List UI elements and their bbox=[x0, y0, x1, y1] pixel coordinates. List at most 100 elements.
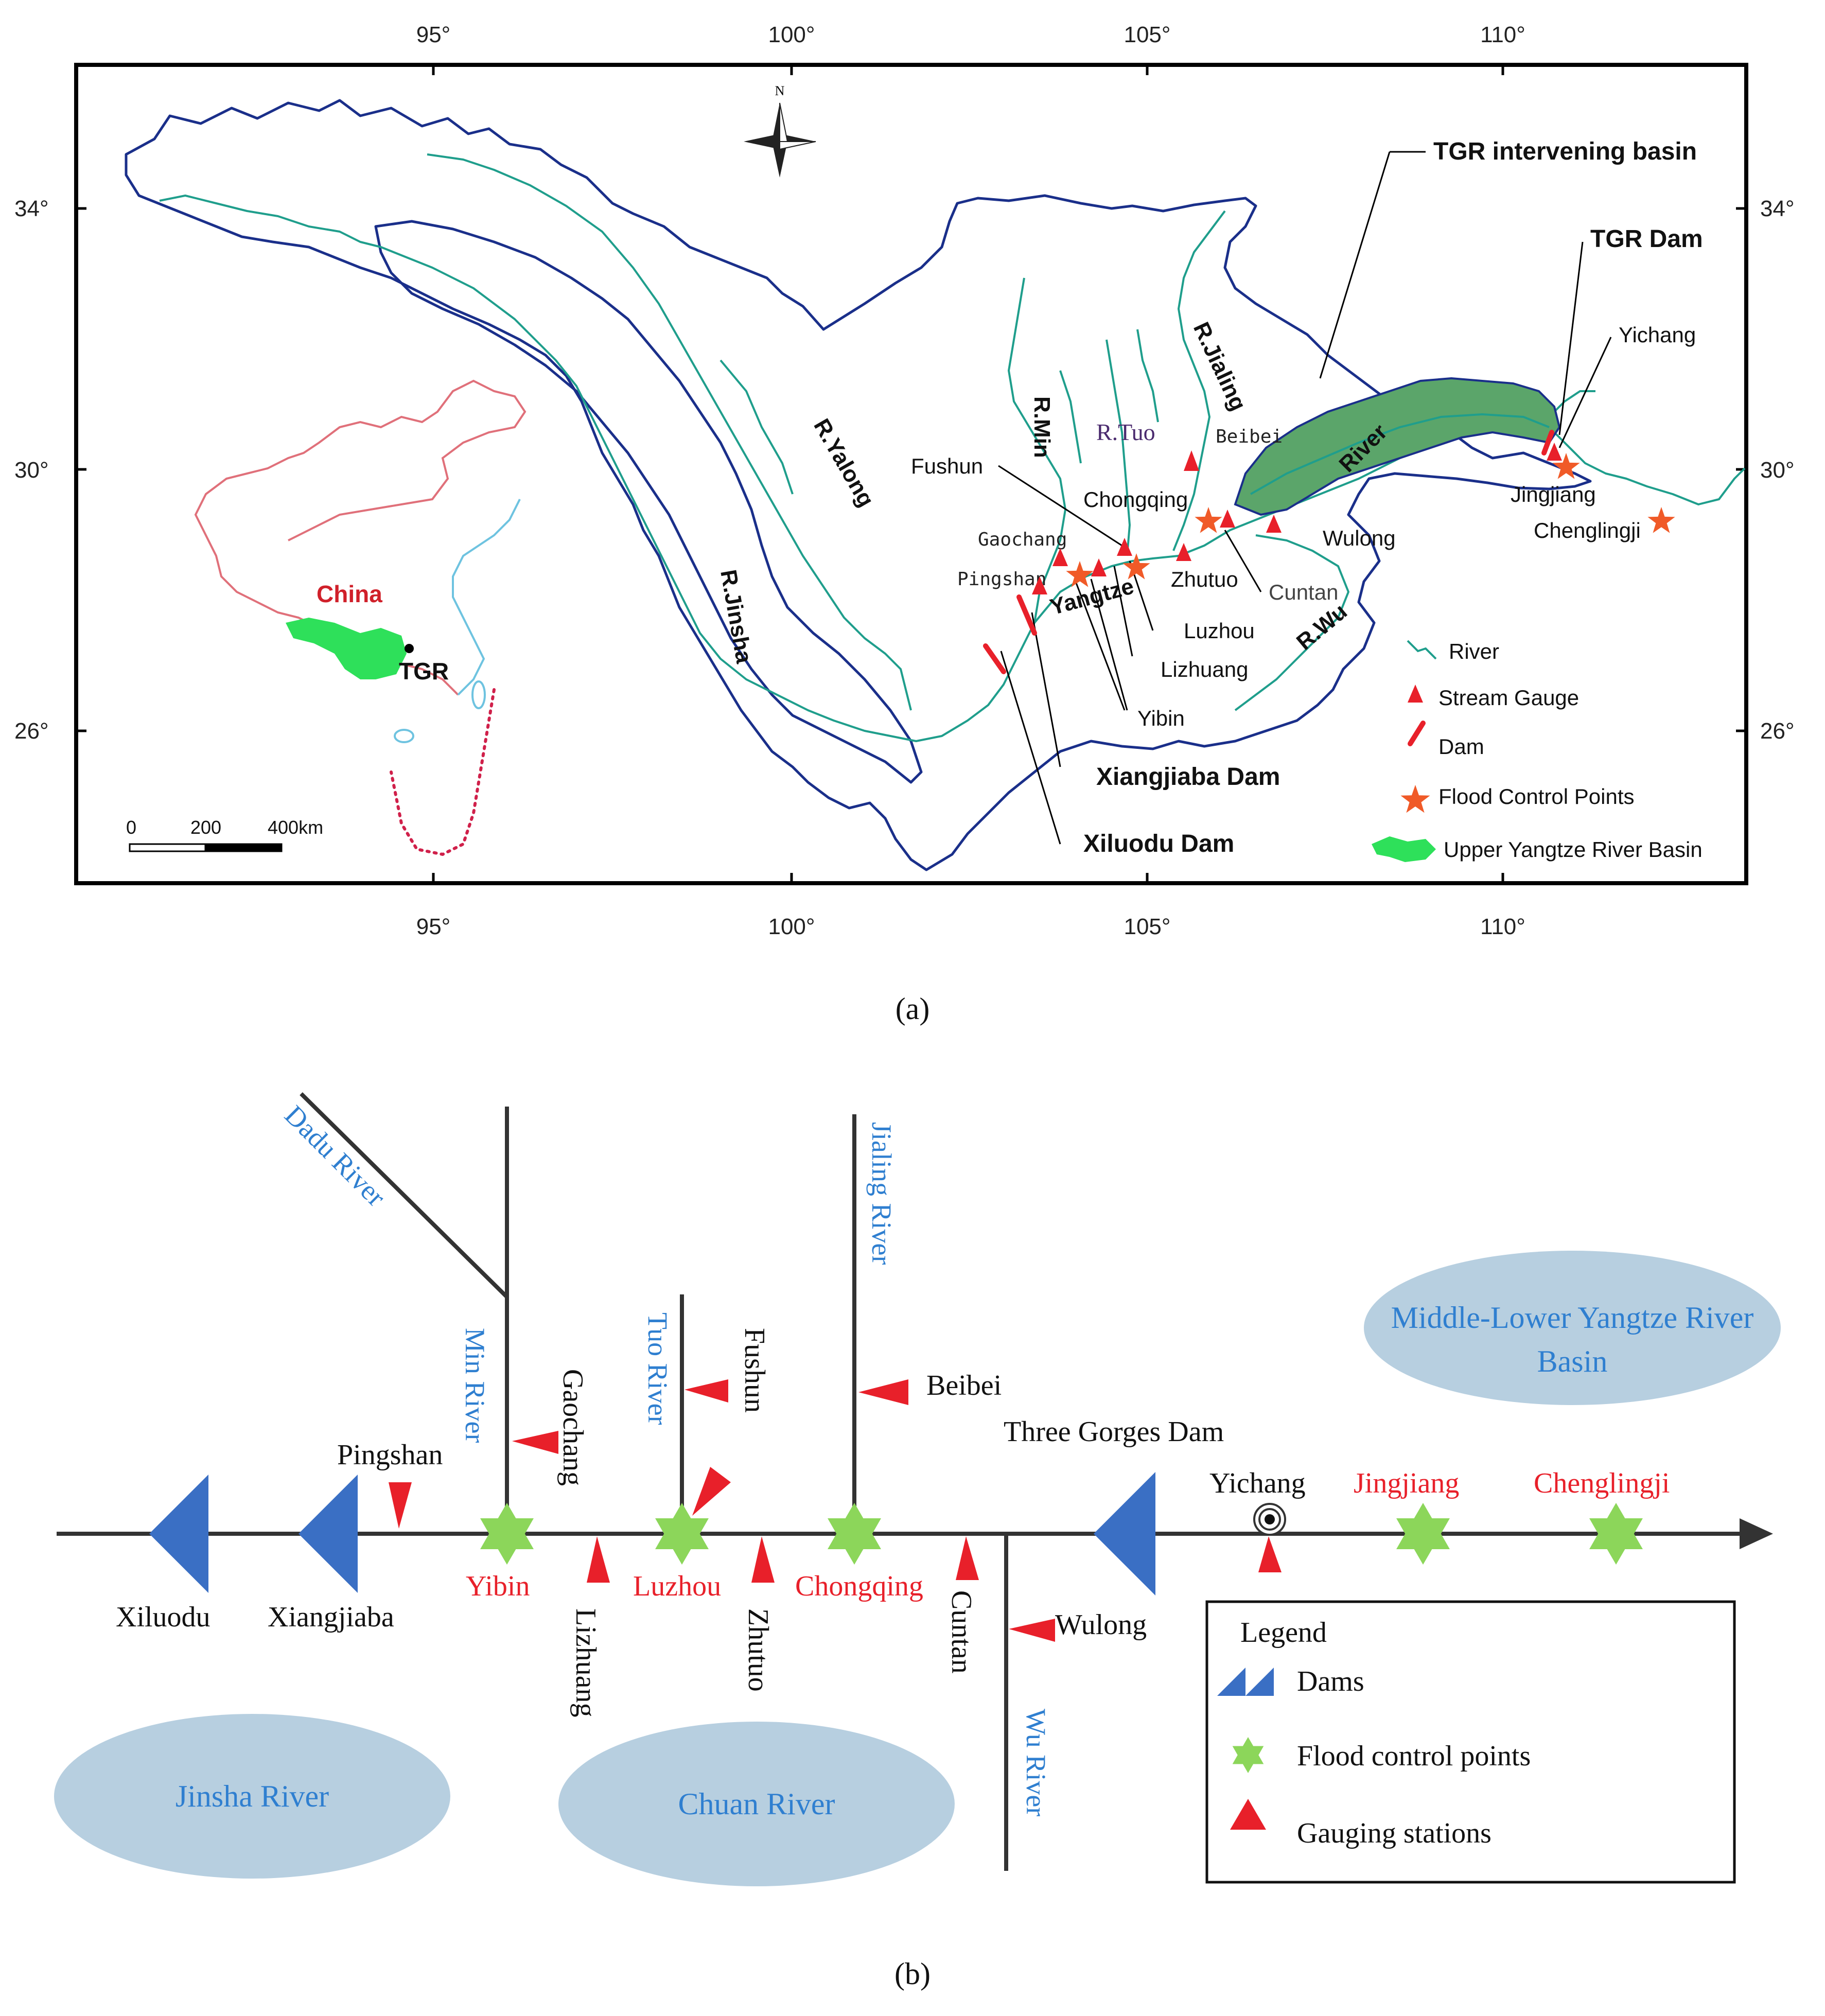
dam-xiluodu bbox=[149, 1475, 208, 1593]
lon-label-top-105: 105° bbox=[1124, 22, 1170, 47]
label-gaochang: Gaochang bbox=[978, 529, 1067, 550]
gauge-zhutuo bbox=[1176, 543, 1191, 561]
lat-label-left-34: 34° bbox=[14, 196, 49, 221]
region-jinsha-label: Jinsha River bbox=[176, 1779, 329, 1813]
lat-label-right-26: 26° bbox=[1760, 718, 1795, 744]
region-chuan bbox=[558, 1722, 955, 1886]
region-middle-lower bbox=[1364, 1251, 1781, 1405]
legend-dam-symbol-b bbox=[1245, 1668, 1274, 1696]
label-gaochang-b: Gaochang bbox=[557, 1369, 589, 1486]
label-luzhou: Luzhou bbox=[1184, 619, 1255, 643]
leader-lines bbox=[998, 151, 1612, 845]
schematic-dams bbox=[149, 1472, 1155, 1596]
legend-dam-symbol bbox=[1408, 721, 1426, 746]
label-chenglingji: Chenglingji bbox=[1534, 518, 1641, 542]
region-ellipses bbox=[54, 1251, 1781, 1886]
map-legend: River Stream Gauge Dam Flood Control Poi… bbox=[1372, 639, 1703, 862]
gauge-luzhou-b bbox=[692, 1467, 731, 1516]
gauge-zhutuo-b bbox=[751, 1536, 775, 1583]
gauge-cuntan bbox=[1220, 510, 1235, 528]
dam-xiluodu-marker bbox=[983, 643, 1006, 674]
label-pingshan: Pingshan bbox=[957, 569, 1046, 590]
gauge-lizhuang-b bbox=[587, 1536, 610, 1583]
lon-label-top-95: 95° bbox=[416, 22, 451, 47]
yangtze-in-tgr-basin bbox=[1250, 413, 1550, 495]
dadu-river-line bbox=[300, 1092, 508, 1299]
lat-label-left-30: 30° bbox=[14, 458, 49, 483]
legend-dam-text: Dam bbox=[1438, 734, 1484, 759]
label-beibei-b: Beibei bbox=[926, 1370, 1002, 1401]
river-yalong bbox=[427, 153, 912, 711]
schematic-legend: Legend Dams Flood control points Gauging… bbox=[1205, 1600, 1736, 1884]
dam-xiangjiaba-marker bbox=[1016, 594, 1037, 636]
label-dadu-river: Dadu River bbox=[279, 1099, 392, 1213]
gauge-wulong bbox=[1266, 515, 1282, 533]
label-chenglingji-b: Chenglingji bbox=[1534, 1467, 1670, 1499]
lon-label-bottom-95: 95° bbox=[416, 914, 451, 939]
legend-gauge-symbol-b bbox=[1230, 1799, 1266, 1830]
gauge-pingshan bbox=[1032, 576, 1047, 594]
label-luzhou-b: Luzhou bbox=[633, 1570, 721, 1602]
river-min-trib bbox=[1059, 370, 1082, 464]
stream-gauges-map bbox=[1032, 443, 1562, 594]
region-middle-lower-line1: Middle-Lower Yangtze River bbox=[1391, 1301, 1754, 1335]
legend-dam-symbol-b-part bbox=[1217, 1668, 1245, 1696]
gauge-beibei-b bbox=[858, 1379, 908, 1405]
label-jingjiang: Jingjiang bbox=[1511, 482, 1596, 506]
label-tgr-intervening-basin: TGR intervening basin bbox=[1433, 138, 1697, 165]
legend-river-symbol bbox=[1407, 640, 1437, 660]
dam-tgr-marker bbox=[1541, 430, 1554, 455]
legend-gauging-text: Gauging stations bbox=[1297, 1817, 1491, 1849]
river-network bbox=[159, 153, 1746, 742]
region-middle-lower-line2: Basin bbox=[1537, 1344, 1608, 1378]
label-yibin-b: Yibin bbox=[466, 1570, 530, 1602]
hainan-island bbox=[394, 729, 414, 743]
label-xiangjiaba-dam: Xiangjiaba Dam bbox=[1096, 763, 1280, 791]
gauge-gaochang-b bbox=[512, 1431, 558, 1454]
label-tuo-river: Tuo River bbox=[642, 1312, 673, 1425]
panel-b-schematic: Middle-Lower Yangtze River Basin Jinsha … bbox=[54, 1092, 1781, 1886]
inset-upper-yangtze-basin bbox=[286, 618, 407, 679]
label-pingshan-b: Pingshan bbox=[337, 1439, 443, 1471]
label-zhutuo-b: Zhutuo bbox=[742, 1608, 774, 1692]
inset-tgr-point bbox=[405, 644, 414, 653]
map-frame bbox=[74, 63, 1748, 885]
gauge-pingshan-b bbox=[389, 1482, 412, 1529]
lon-label-bottom-105: 105° bbox=[1124, 914, 1170, 939]
gauge-wulong-b bbox=[1009, 1619, 1055, 1642]
inset-tgr-label: TGR bbox=[399, 658, 449, 685]
taiwan-island bbox=[471, 680, 486, 709]
legend-basin-symbol bbox=[1372, 836, 1436, 862]
gauge-cuntan-b bbox=[956, 1536, 979, 1580]
caption-a: (a) bbox=[896, 992, 930, 1026]
lon-label-top-100: 100° bbox=[768, 22, 815, 47]
region-jinsha bbox=[54, 1714, 450, 1879]
label-xiluodu: Xiluodu bbox=[116, 1601, 210, 1633]
lon-label-top-110: 110° bbox=[1480, 22, 1525, 47]
label-zhutuo: Zhutuo bbox=[1171, 567, 1238, 591]
yichang-marker bbox=[1253, 1503, 1286, 1536]
dam-three-gorges bbox=[1094, 1472, 1155, 1596]
label-wu-river: Wu River bbox=[1021, 1709, 1051, 1816]
panel-a-map: 95° 100° 105° 110° 95° 100° 105° 110° 34… bbox=[14, 22, 1795, 939]
legend-flood-text-b: Flood control points bbox=[1297, 1740, 1531, 1772]
tgr-intervening-basin bbox=[1234, 377, 1561, 516]
china-coast bbox=[452, 499, 521, 696]
label-beibei: Beibei bbox=[1216, 426, 1283, 447]
gauge-gaochang bbox=[1052, 548, 1068, 566]
scale-bar: 0 200 400km bbox=[126, 817, 323, 852]
gauge-fushun-b bbox=[685, 1379, 728, 1403]
gauge-lizhuang bbox=[1091, 558, 1107, 576]
legend-box bbox=[1205, 1600, 1736, 1884]
flow-arrowhead bbox=[1740, 1518, 1773, 1549]
river-jinsha-upper bbox=[159, 195, 1036, 742]
label-jialing-river: Jialing River bbox=[866, 1122, 897, 1265]
inset-china-label: China bbox=[317, 581, 382, 607]
label-fushun-b: Fushun bbox=[739, 1328, 770, 1413]
scale-end: 400km bbox=[268, 817, 323, 838]
river-min bbox=[1008, 277, 1066, 623]
label-chongqing: Chongqing bbox=[1083, 487, 1188, 512]
river-jialing-trib bbox=[1136, 329, 1159, 423]
nine-dash-line bbox=[390, 688, 496, 856]
